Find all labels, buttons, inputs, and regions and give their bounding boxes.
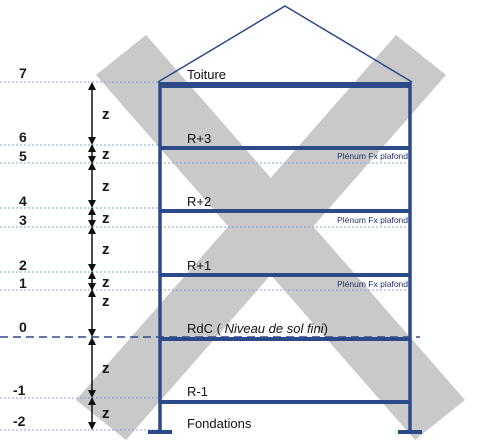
floor-label-r2: R+2 [187,194,211,209]
plenum-label: Plénum Fx plafond [337,279,408,289]
z-label: z [102,241,110,258]
level-number-7: 7 [19,65,27,81]
rdc-prefix: RdC ( [187,321,225,336]
floor-labels: Toiture R+3 R+2 R+1 RdC ( Niveau de sol … [187,67,328,431]
z-label: z [102,178,110,195]
plenum-labels: Plénum Fx plafond Plénum Fx plafond Plén… [337,151,408,289]
z-label: z [102,210,110,227]
cross-out-mark [76,35,465,440]
level-number-5: 5 [19,148,27,164]
z-label: z [102,360,110,377]
floor-label-r3: R+3 [187,131,211,146]
level-number-6: 6 [19,129,27,145]
floor-label-rm1: R-1 [187,384,208,399]
z-label: z [102,274,110,291]
floor-label-foundations: Fondations [187,416,252,431]
level-number-m2: -2 [13,413,26,429]
level-numbers: 7 6 5 4 3 2 1 0 -1 -2 [13,65,27,429]
level-number-1: 1 [19,275,27,291]
level-number-3: 3 [19,212,27,228]
level-number-0: 0 [19,319,27,335]
rdc-italic: Niveau de sol fini [225,321,325,336]
level-number-2: 2 [19,257,27,273]
floor-label-r1: R+1 [187,258,211,273]
level-guide-lines [0,81,410,431]
rdc-suffix: ) [324,321,328,336]
roof-gable [157,5,413,83]
plenum-label: Plénum Fx plafond [337,151,408,161]
plenum-label: Plénum Fx plafond [337,215,408,225]
level-number-m1: -1 [13,382,26,398]
z-label: z [102,293,110,310]
floor-label-rdc: RdC ( Niveau de sol fini) [187,321,328,336]
level-number-4: 4 [19,193,27,209]
floor-label-roof: Toiture [187,67,226,82]
z-label: z [102,146,110,163]
building-frame [148,5,422,434]
z-labels: z z z z z z z z z [102,106,110,422]
z-label: z [102,405,110,422]
z-label: z [102,106,110,123]
